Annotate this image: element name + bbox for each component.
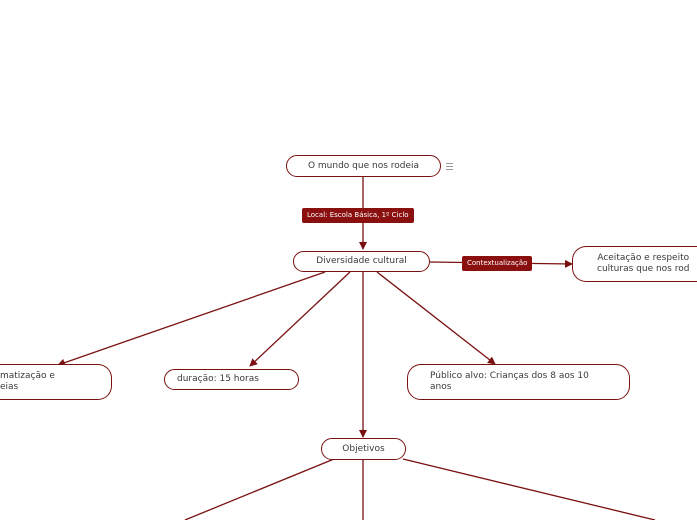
line-main-to-duracao [249, 271, 351, 367]
line-main-to-publico [376, 271, 496, 365]
aceitacao-node[interactable]: Aceitação e respeito culturas que nos ro… [572, 246, 697, 282]
objetivos-node-label: Objetivos [342, 443, 385, 454]
duracao-node[interactable]: duração: 15 horas [164, 369, 299, 390]
root-node[interactable]: O mundo que nos rodeia [286, 155, 441, 177]
publico-node-line2: anos [430, 382, 452, 392]
left-node-line2: eias [0, 382, 19, 392]
duracao-node-label: duração: 15 horas [177, 374, 259, 384]
aceitacao-node-line2: culturas que nos rod [597, 264, 690, 274]
left-node[interactable]: matização e eias [0, 364, 112, 400]
tag-contextualizacao[interactable]: Contextualização [462, 256, 533, 271]
tag-contextualizacao-label: Contextualização [467, 259, 528, 267]
aceitacao-node-line1: Aceitação e respeito [597, 253, 690, 263]
tag-local-label: Local: Escola Básica, 1º Ciclo [307, 211, 409, 219]
main-node-label: Diversidade cultural [316, 256, 407, 266]
line-main-to-left [57, 271, 326, 367]
root-node-label: O mundo que nos rodeia [307, 160, 420, 171]
left-node-line1: matização e [0, 371, 55, 381]
line-objetivos-right [402, 458, 656, 520]
publico-node-line1: Público alvo: Crianças dos 8 aos 10 [430, 371, 589, 381]
line-objetivos-left [184, 458, 335, 520]
tag-local[interactable]: Local: Escola Básica, 1º Ciclo [302, 208, 414, 223]
publico-node[interactable]: Público alvo: Crianças dos 8 aos 10 anos [407, 364, 630, 400]
objetivos-node[interactable]: Objetivos [321, 438, 406, 460]
menu-lines-icon[interactable] [446, 163, 453, 172]
main-node[interactable]: Diversidade cultural [293, 251, 430, 272]
